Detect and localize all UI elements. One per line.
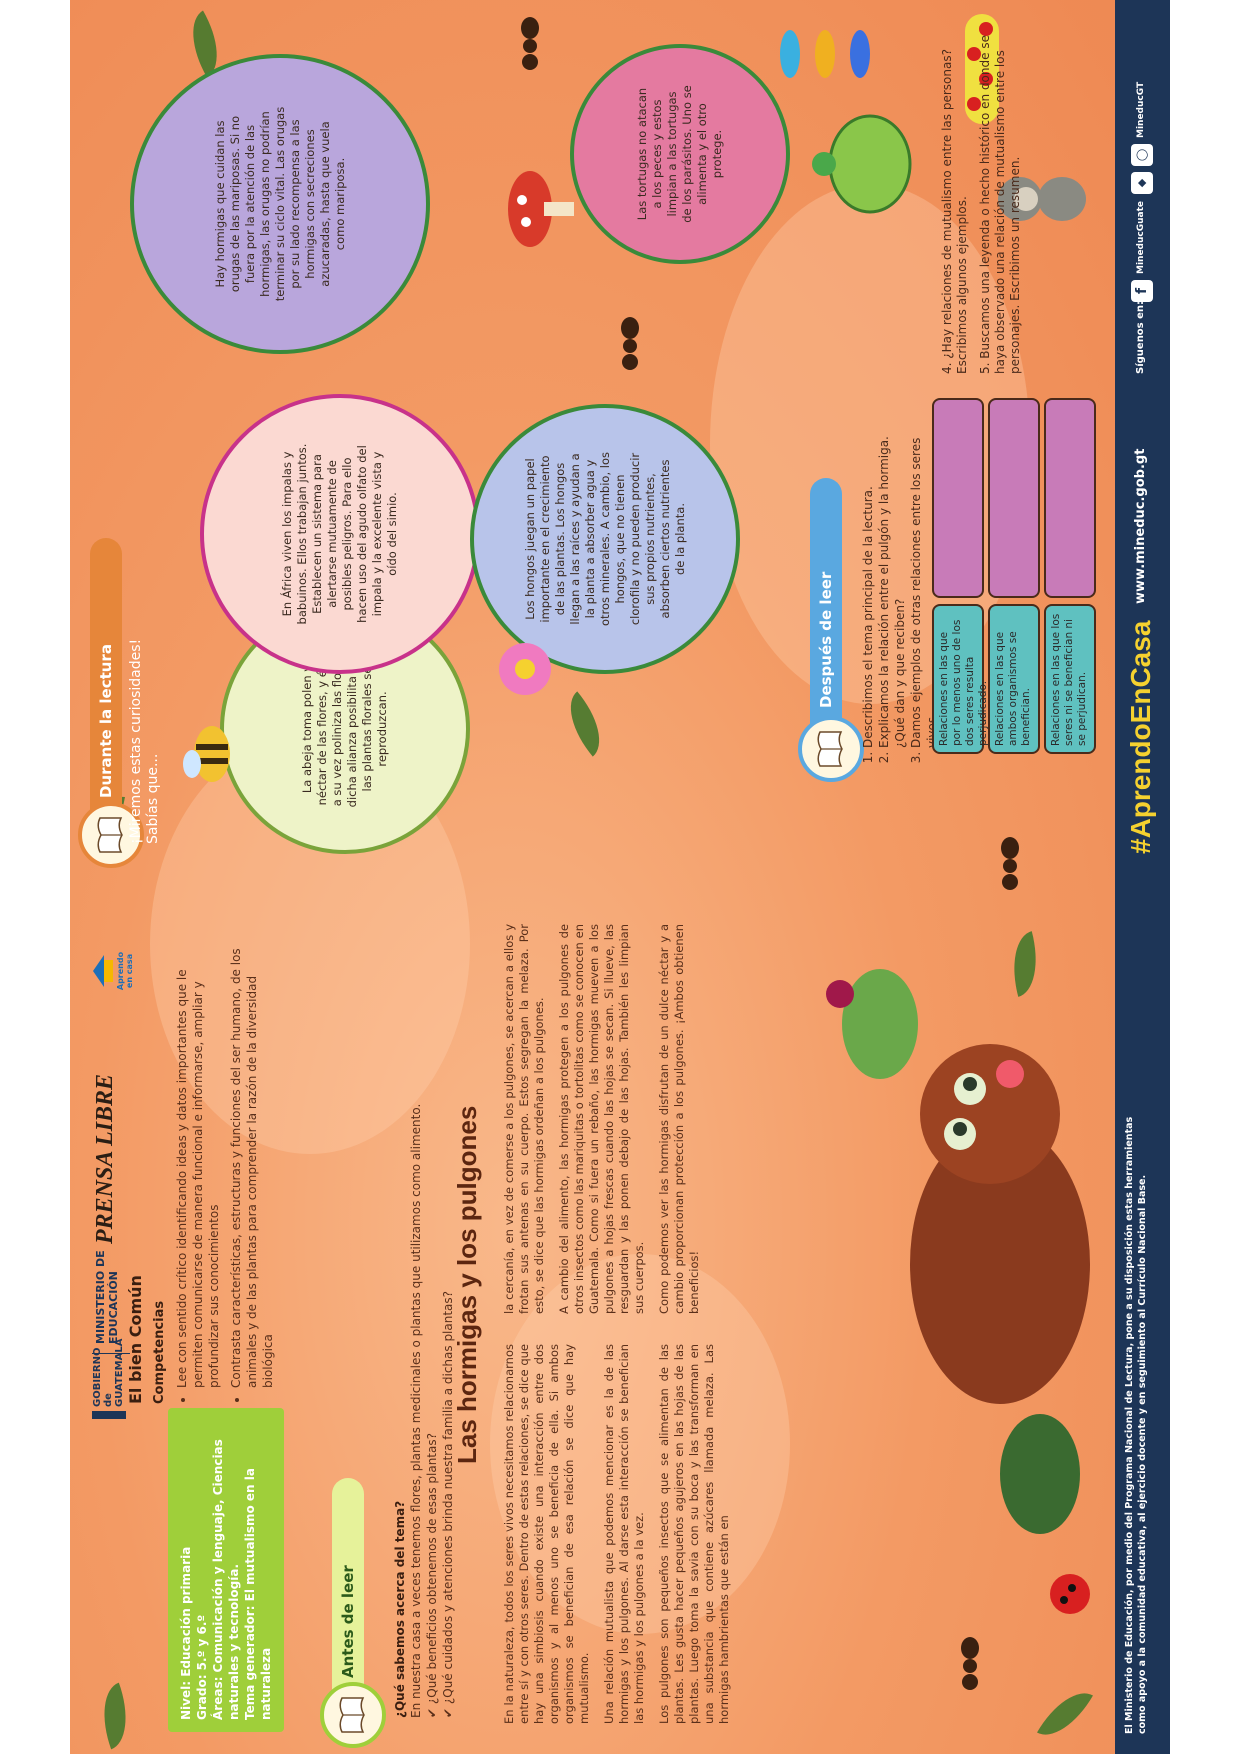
despues-item: Describimos el tema principal de la lect… xyxy=(860,404,876,748)
check-icon: ✔ xyxy=(425,1707,439,1718)
durante-line-1: ¡Miremos estas curiosidades! xyxy=(128,638,144,844)
story-paragraph: Una relación mutualista que podemos menc… xyxy=(602,1344,646,1724)
durante-line-2: Sabías que... xyxy=(145,753,161,844)
circle-tortuga: Las tortugas no atacan a los peces y est… xyxy=(570,44,790,264)
house-icon xyxy=(93,955,113,987)
twitter-icon[interactable]: ◆ xyxy=(1131,172,1153,194)
despues-item: Explicamos la relación entre el pulgón y… xyxy=(876,404,908,748)
logo-separator xyxy=(92,1353,130,1354)
prensa-libre-logo: PRENSA LIBRE xyxy=(92,1073,118,1244)
antes-question-1: ¿Qué beneficios obtenemos de esas planta… xyxy=(425,1433,439,1705)
book-icon xyxy=(798,716,864,782)
answer-box[interactable] xyxy=(932,398,984,598)
open-book-icon xyxy=(339,1697,365,1733)
answer-box[interactable] xyxy=(988,398,1040,598)
competencias-subtitle: Competencias xyxy=(152,1300,167,1404)
ant-icon xyxy=(521,17,539,70)
antes-question: ¿Qué sabemos acerca del tema? xyxy=(393,1500,407,1718)
leaf-decoration xyxy=(1037,1680,1093,1748)
footer-disclaimer: El Ministerio de Educación, por medio de… xyxy=(1124,1116,1148,1734)
facebook-icon[interactable]: f xyxy=(1131,280,1153,302)
theme-text: Tema generador: El mutualismo en la natu… xyxy=(243,1468,273,1720)
hashtag-aprendo-en-casa: #AprendoEnCasa xyxy=(1125,620,1156,854)
areas-text: Áreas: Comunicación y lenguaje, Ciencias… xyxy=(211,1439,241,1720)
level-text: Nivel: Educación primaria xyxy=(179,1546,193,1720)
gobierno-logo: GOBIERNO de GUATEMALA xyxy=(92,1338,126,1419)
aprendo-en-casa-logo: Aprendo en casa xyxy=(92,948,134,994)
story-paragraph: En la naturaleza, todos los seres vivos … xyxy=(502,1344,591,1724)
impala-text: En África viven los impalas y babuinos. … xyxy=(280,443,399,625)
relation-tile-benefician: Relaciones en las que ambos organismos s… xyxy=(988,604,1040,754)
story-paragraph: Los pulgones son pequeños insectos que s… xyxy=(657,1344,731,1724)
story-paragraph: Como podemos ver las hormigas disfrutan … xyxy=(657,924,701,1314)
tortuga-text: Las tortugas no atacan a los peces y est… xyxy=(635,85,724,223)
open-book-icon xyxy=(97,817,123,853)
ant-icon xyxy=(961,1637,979,1690)
monkey-icon xyxy=(998,177,1086,221)
answer-box[interactable] xyxy=(1044,398,1096,598)
leaf-decoration xyxy=(554,691,616,757)
leaf-decoration xyxy=(90,1682,140,1750)
lesson-info-box: Nivel: Educación primaria Grado: 5.º y 6… xyxy=(168,1408,284,1732)
durante-label: Durante la lectura xyxy=(97,644,115,798)
website-link[interactable]: www.mineduc.gob.gt xyxy=(1133,448,1148,604)
story-column-2: la cercanía, en vez de comerse a los pul… xyxy=(502,924,712,1314)
despues-label: Después de leer xyxy=(817,571,835,708)
brochure-sheet: Nivel: Educación primaria Grado: 5.º y 6… xyxy=(70,0,1170,1754)
book-icon xyxy=(78,802,144,868)
story-paragraph: A cambio del alimento, las hormigas prot… xyxy=(557,924,646,1314)
bien-comun-title: El bien Común xyxy=(126,1275,145,1404)
mariposa-text: Hay hormigas que cuidan las orugas de la… xyxy=(212,106,347,302)
question-4: 4. ¿Hay relaciones de mutualismo entre l… xyxy=(940,49,969,374)
despues-list: Describimos el tema principal de la lect… xyxy=(860,404,940,764)
story-column-1: En la naturaleza, todos los seres vivos … xyxy=(502,1344,742,1724)
circle-mariposa: Hay hormigas que cuidan las orugas de la… xyxy=(130,54,430,354)
circle-impala: En África viven los impalas y babuinos. … xyxy=(200,394,480,674)
check-icon: ✔ xyxy=(441,1707,455,1718)
competencies-list: Lee con sentido crítico identificando id… xyxy=(174,924,276,1404)
instagram-icon[interactable]: ◯ xyxy=(1131,144,1153,166)
flower-icon xyxy=(499,643,551,695)
story-paragraph: la cercanía, en vez de comerse a los pul… xyxy=(502,924,546,1314)
follow-label: Síguenos en: xyxy=(1135,300,1146,374)
question-5: 5. Buscamos una leyenda o hecho históric… xyxy=(978,35,1022,374)
footer-band: El Ministerio de Educación, por medio de… xyxy=(1115,0,1170,1754)
ant-aphid-illustration xyxy=(826,969,1090,1614)
caterpillar-icon xyxy=(965,14,999,124)
ant-icon xyxy=(621,317,639,370)
gobierno-logo-mark xyxy=(92,1411,126,1419)
bee-icon xyxy=(183,726,230,782)
competency-item: Lee con sentido crítico identificando id… xyxy=(174,924,222,1388)
competencies-section: El bien Común Competencias Lee con senti… xyxy=(126,924,282,1404)
fish-icon xyxy=(780,30,870,78)
mushroom-icon xyxy=(508,171,574,247)
gobierno-logo-text: GOBIERNO de GUATEMALA xyxy=(92,1338,125,1407)
despues-questions: Describimos el tema principal de la lect… xyxy=(860,404,940,764)
relation-tile-neutral: Relaciones en las que los seres ni se be… xyxy=(1044,604,1096,754)
ministerio-logo: MINISTERIO DE EDUCACIÓN xyxy=(94,1250,120,1344)
social-handle-facebook: MineducGuate xyxy=(1136,200,1146,274)
extra-questions: 4. ¿Hay relaciones de mutualismo entre l… xyxy=(940,14,1031,374)
story-title: Las hormigas y los pulgones xyxy=(452,1105,482,1464)
social-handle-twitter-instagram: MineducGT xyxy=(1136,81,1146,138)
antes-de-leer-label: Antes de leer xyxy=(339,1565,357,1678)
antes-de-leer-content: ¿Qué sabemos acerca del tema? En nuestra… xyxy=(392,918,456,1718)
turtle-icon xyxy=(812,114,912,214)
antes-intro: En nuestra casa a veces tenemos flores, … xyxy=(409,1103,423,1718)
durante-subtitle: ¡Miremos estas curiosidades! Sabías que.… xyxy=(128,639,162,844)
hongos-text: Los hongos juegan un papel importante en… xyxy=(522,452,687,626)
competency-item: Contrasta características, estructuras y… xyxy=(228,924,276,1388)
relation-tile-perjudicado: Relaciones en las que por lo menos uno d… xyxy=(932,604,989,754)
open-book-icon xyxy=(817,731,843,767)
book-icon xyxy=(320,1682,386,1748)
grade-text: Grado: 5.º y 6.º xyxy=(195,1614,209,1720)
ant-icon xyxy=(1001,837,1019,890)
